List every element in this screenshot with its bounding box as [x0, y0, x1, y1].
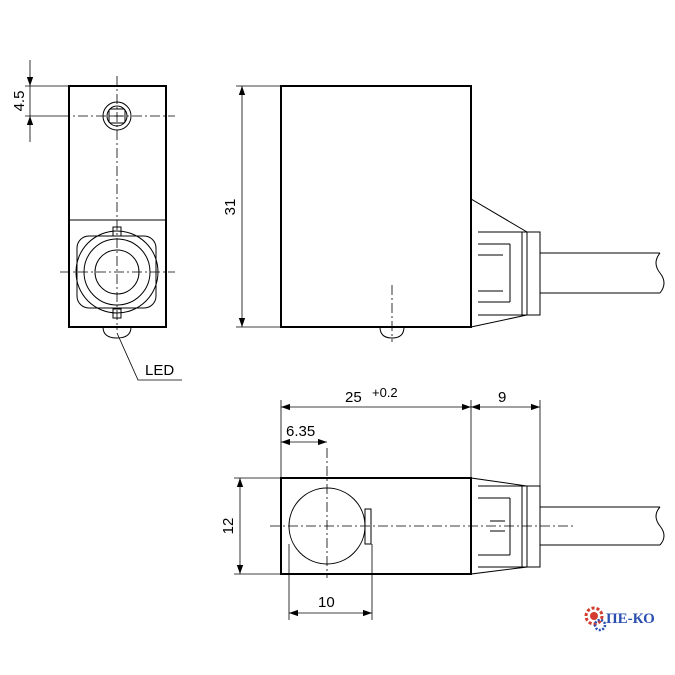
watermark-logo: ПЕ-КО	[584, 606, 655, 632]
front-view-body	[68, 85, 167, 328]
dim-face-diameter: 10	[288, 544, 373, 620]
side-led-indicator	[379, 326, 405, 339]
connector-housing	[470, 198, 528, 328]
dim-led-offset-value: 4.5	[11, 91, 28, 112]
front-view: LED	[60, 76, 182, 381]
side-view-body	[280, 85, 472, 328]
top-view-led-window	[364, 508, 372, 545]
dim-height-value: 31	[222, 199, 239, 216]
dim-length: 25 +0.2 9	[280, 385, 541, 486]
top-view	[270, 448, 665, 578]
gear-icon	[584, 606, 607, 632]
dim-face-diameter-value: 10	[318, 594, 335, 611]
dim-length-tolerance: +0.2	[372, 385, 398, 400]
dim-length-value: 25	[345, 389, 362, 406]
dim-height: 31	[222, 85, 281, 328]
side-view	[280, 85, 665, 342]
sensing-face	[75, 226, 159, 319]
cable	[540, 252, 665, 294]
led-label: LED	[145, 362, 174, 379]
connector-nut	[521, 231, 541, 316]
dim-led-offset: 4.5	[11, 60, 69, 142]
dim-width: 12	[220, 477, 281, 575]
dim-face-offset-value: 6.35	[286, 423, 315, 440]
led-leader	[116, 332, 182, 381]
led-indicator	[102, 326, 132, 339]
watermark-text: ПЕ-КО	[606, 611, 655, 627]
dim-face-offset: 6.35	[281, 423, 327, 446]
dim-width-value: 12	[220, 518, 237, 535]
screw-icon	[102, 101, 132, 131]
top-connector-nut	[521, 485, 541, 568]
dim-cable-section-value: 9	[498, 389, 506, 406]
top-cable	[540, 506, 665, 546]
